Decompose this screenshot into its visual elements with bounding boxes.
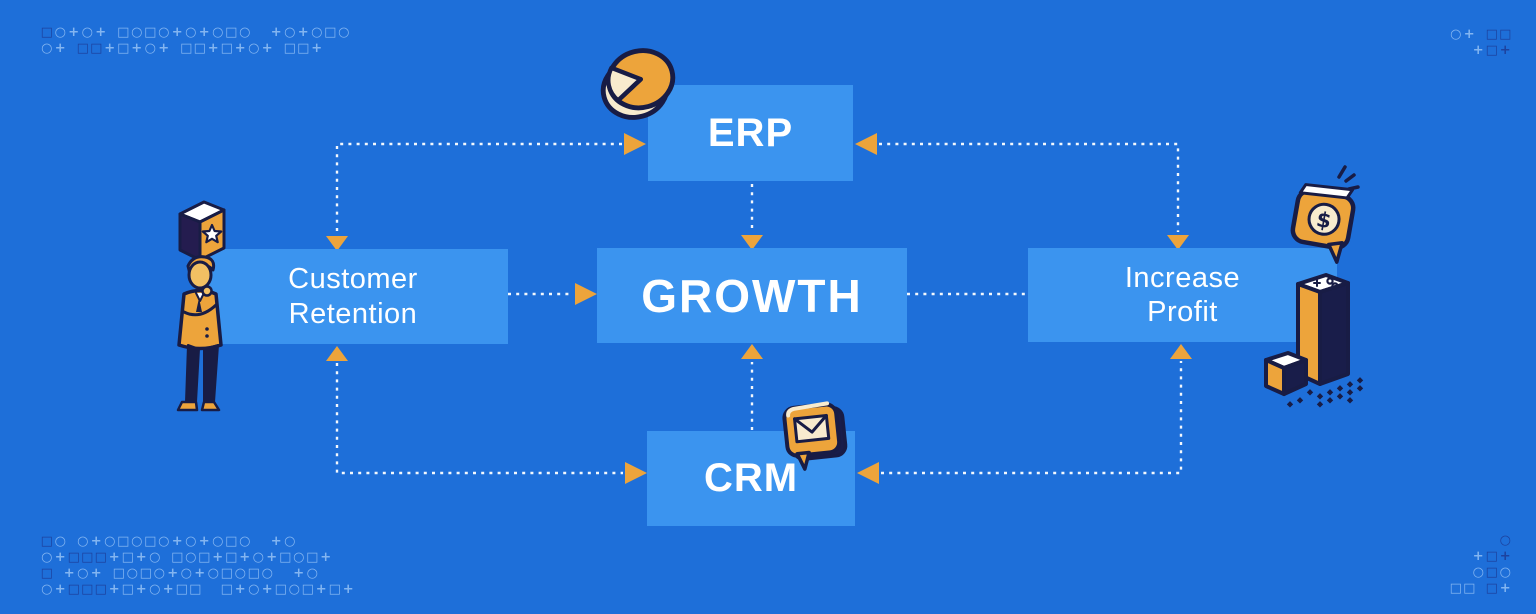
node-label: Retention (288, 297, 418, 330)
connector-crm-increase-profit (881, 361, 1183, 475)
pattern-bottom-left: □○○+○□○□○+○+○□○+○○+□□□+□+○□○□+□+○+□○□+□+… (40, 533, 354, 597)
arrowhead-into-growth-top (741, 235, 763, 250)
arrowhead-into-increase-profit-top (1167, 235, 1189, 250)
businessman-icon (176, 255, 223, 412)
node-label: Customer (288, 263, 418, 296)
pattern-bottom-right: ○+□+○□○□□□+ (1449, 532, 1511, 596)
dollar-speech-bubble-icon: $ (1290, 165, 1360, 264)
connector-erp-increase-profit (879, 142, 1180, 232)
pie-chart-coin-icon (600, 48, 676, 120)
node-growth: GROWTH (597, 248, 907, 343)
email-speech-bubble-icon (782, 401, 848, 471)
node-label: Profit (1147, 296, 1218, 328)
arrowhead-into-growth-left (575, 283, 597, 305)
arrowhead-into-increase-profit-bottom (1170, 344, 1192, 359)
node-label: CRM (703, 456, 799, 500)
pattern-top-left: □○+○+□○□○+○+○□○+○+○□○○+□□+□+○+□□+□+○+□□+ (40, 24, 350, 56)
bar-towers-icon (1264, 273, 1364, 408)
arrowhead-into-erp-right (855, 133, 877, 155)
arrowhead-into-crm-left (625, 462, 647, 484)
connector-customer-retention-crm (335, 363, 623, 475)
arrowhead-into-customer-retention-bottom (326, 346, 348, 361)
pattern-top-right: ○+□□+□+ (1450, 26, 1512, 58)
node-increase-profit: Increase Profit (1028, 248, 1337, 342)
dollar-sign: $ (1315, 207, 1334, 233)
arrowhead-into-crm-right (857, 462, 879, 484)
node-customer-retention: Customer Retention (198, 249, 508, 344)
arrowhead-into-growth-bottom (741, 344, 763, 359)
connector-erp-customer-retention (335, 142, 622, 232)
floor-dots (1286, 377, 1364, 408)
node-label: Increase (1124, 261, 1241, 294)
arrowhead-into-customer-retention-top (326, 236, 348, 251)
node-label: ERP (707, 110, 794, 155)
node-erp: ERP (648, 85, 853, 181)
star-book-icon (178, 200, 226, 262)
node-label: GROWTH (641, 269, 863, 322)
arrowhead-into-erp-left (624, 133, 646, 155)
